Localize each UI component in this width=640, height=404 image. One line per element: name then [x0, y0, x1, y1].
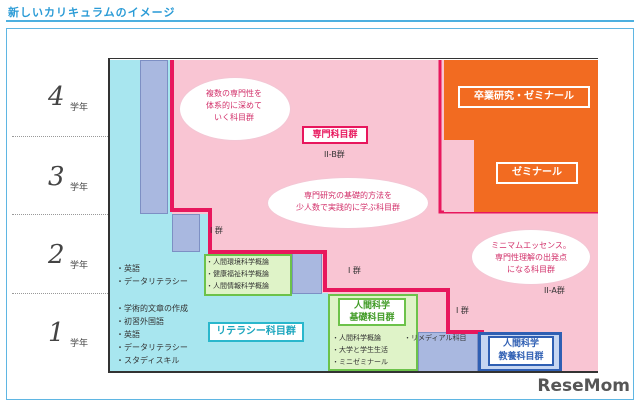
green-course-box — [204, 254, 292, 296]
list-item: ・スタディスキル — [116, 356, 180, 365]
year-1-suffix: 学年 — [70, 339, 89, 349]
ningen-kyoyo-tag: 人間科学 教養科目群 — [488, 336, 554, 366]
page-title: 新しいカリキュラムのイメージ — [8, 6, 176, 19]
remedial-course: ・リメディアル科目 — [404, 334, 467, 342]
cloud-upper-left-text: 複数の専門性を 体系的に深めて いく科目群 — [206, 89, 262, 122]
year-3-number: 3 — [48, 162, 65, 192]
list-item: ・データリテラシー — [116, 343, 188, 352]
year-1-number: 1 — [48, 318, 65, 348]
seminar-notch — [444, 140, 474, 212]
senmon-tag: 専門科目群 — [302, 126, 368, 144]
group-ii-b-label: II-B群 — [324, 150, 345, 159]
cloud-upper-left — [180, 78, 290, 140]
year-4-suffix: 学年 — [70, 103, 89, 113]
diagram-frame — [6, 28, 634, 400]
list-item: ・人間情報科学概論 — [206, 282, 269, 290]
literacy-upper-list: ・英語 ・データリテラシー — [116, 262, 188, 288]
kiso-course-list: ・人間科学概論 ・大学と学生生活 ・ミニゼミナール — [332, 332, 388, 368]
title-rule — [6, 20, 634, 22]
list-item: ・学術的文章の作成 — [116, 304, 188, 313]
ningen-kiso-tag: 人間科学 基礎科目群 — [338, 298, 406, 326]
literacy-lower-list: ・学術的文章の作成 ・初習外国語 ・英語 ・データリテラシー ・スタディスキル — [116, 302, 188, 367]
lavender-strip-middle — [172, 214, 200, 252]
year-divider — [12, 214, 108, 215]
year-divider — [12, 293, 108, 294]
bottom-axis — [108, 371, 598, 373]
year-4-number: 4 — [48, 82, 65, 112]
list-item: ・ミニゼミナール — [332, 358, 388, 366]
year-divider — [12, 136, 108, 137]
list-item: ・人間環境科学概論 — [206, 258, 269, 266]
year-2-suffix: 学年 — [70, 261, 89, 271]
cloud-middle — [268, 178, 428, 228]
list-item: ・人間科学概論 — [332, 334, 381, 342]
year-2-number: 2 — [48, 240, 65, 270]
group-i-upper-label: I 群 — [210, 226, 223, 235]
list-item: ・英語 — [116, 264, 140, 273]
lavender-strip-upper — [140, 60, 168, 214]
group-i-middle-label: I 群 — [348, 266, 361, 275]
literacy-tag: リテラシー科目群 — [208, 322, 304, 342]
list-item: ・初習外国語 — [116, 317, 164, 326]
top-axis — [108, 58, 598, 59]
list-item: ・データリテラシー — [116, 277, 188, 286]
group-i-lower-label: I 群 — [456, 306, 469, 315]
seminar-tag: ゼミナール — [496, 162, 578, 184]
list-item: ・大学と学生生活 — [332, 346, 388, 354]
green-course-list: ・人間環境科学概論 ・健康福祉科学概論 ・人間情報科学概論 — [206, 256, 269, 292]
year-axis — [108, 58, 110, 373]
sotsugyo-tag: 卒業研究・ゼミナール — [458, 86, 590, 108]
cloud-right-text: ミニマムエッセンス。 専門性理解の出発点 になる科目群 — [491, 241, 571, 274]
cloud-right — [472, 230, 590, 284]
list-item: ・英語 — [116, 330, 140, 339]
year-3-suffix: 学年 — [70, 183, 89, 193]
list-item: ・健康福祉科学概論 — [206, 270, 269, 278]
resemom-logo: ReseMom — [537, 376, 630, 396]
lavender-strip-bottom — [418, 332, 478, 372]
lavender-strip-lower — [292, 252, 322, 294]
cloud-middle-text: 専門研究の基礎的方法を 少人数で実践的に学ぶ科目群 — [296, 191, 400, 212]
group-ii-a-label: II-A群 — [544, 286, 565, 295]
